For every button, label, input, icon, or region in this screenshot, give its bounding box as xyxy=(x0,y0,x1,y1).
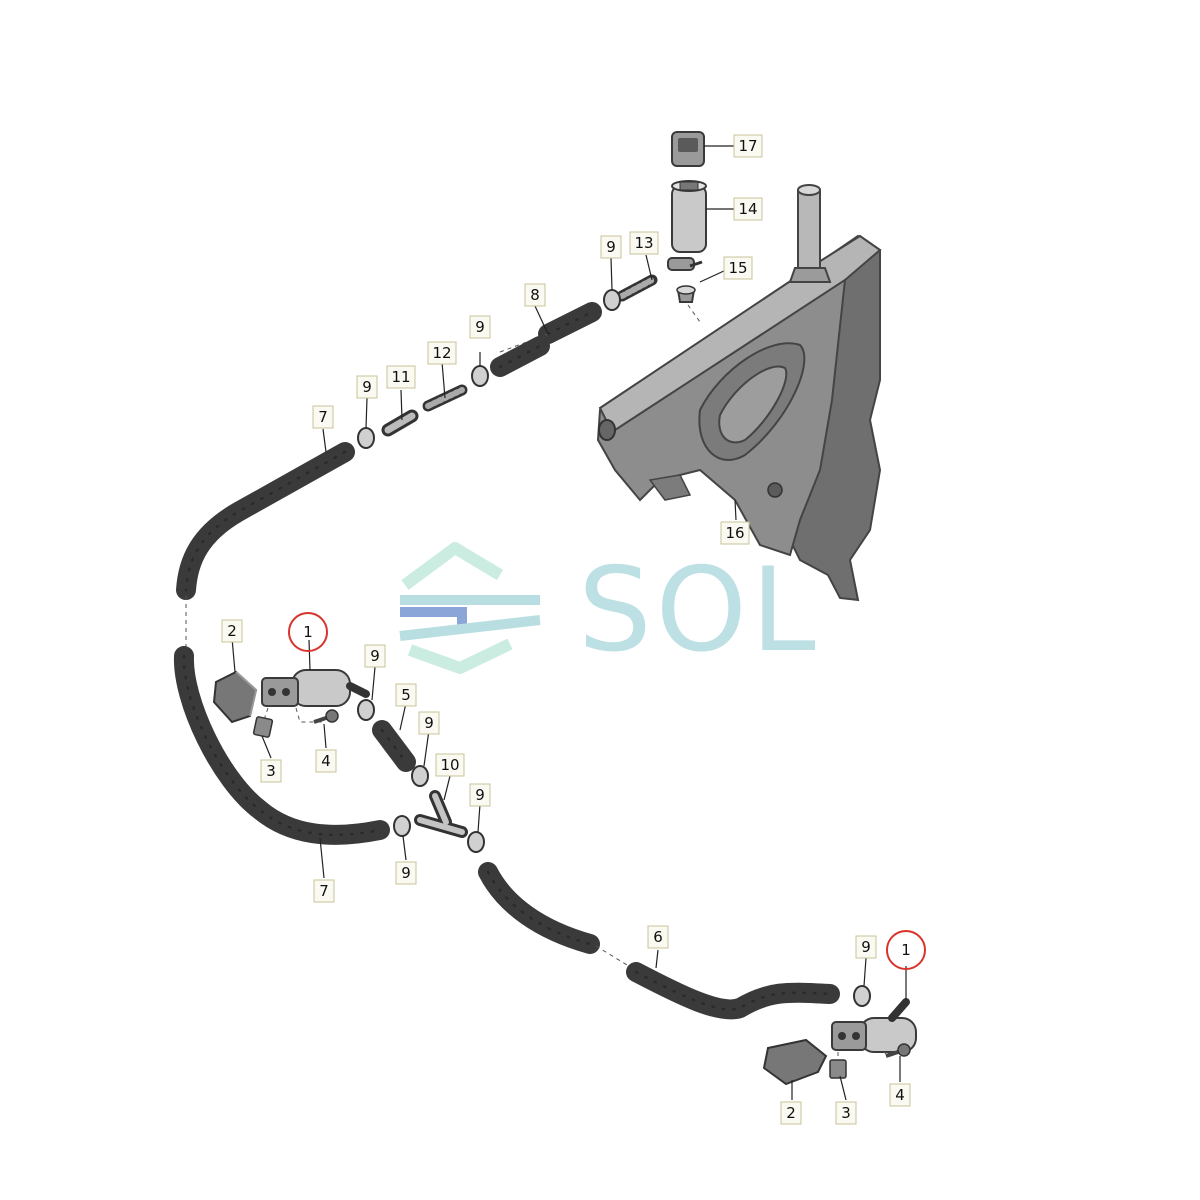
callout-3-right: 3 xyxy=(835,1101,857,1125)
hose-5 xyxy=(372,720,416,772)
trim-cover-right xyxy=(762,1038,828,1086)
hose-clip-9 xyxy=(411,765,429,787)
callout-4-right: 4 xyxy=(889,1083,911,1107)
t-connector xyxy=(414,790,468,838)
callout-number: 10 xyxy=(440,756,459,774)
callout-9-a: 9 xyxy=(600,235,622,259)
washer-pump-connector xyxy=(671,131,705,167)
callout-9-h: 9 xyxy=(855,935,877,959)
hose-6 xyxy=(478,862,600,954)
callout-9-g: 9 xyxy=(395,861,417,885)
callout-8: 8 xyxy=(524,283,546,307)
hose-8-lower xyxy=(490,336,550,377)
screw-right xyxy=(885,1043,911,1058)
callout-14: 14 xyxy=(733,197,763,221)
callout-number: 14 xyxy=(738,200,757,218)
callout-number: 9 xyxy=(606,238,616,256)
callout-9-d: 9 xyxy=(364,644,386,668)
hose-clip-9 xyxy=(357,699,375,721)
callout-number: 4 xyxy=(895,1086,905,1104)
hose-clip-9 xyxy=(357,427,375,449)
callout-13: 13 xyxy=(629,231,659,255)
callout-17: 17 xyxy=(733,134,763,158)
hose-clip-9 xyxy=(471,365,489,387)
highlight-circle xyxy=(288,612,328,652)
connector-13 xyxy=(616,274,658,302)
callout-9-e: 9 xyxy=(418,711,440,735)
callout-10: 10 xyxy=(435,753,465,777)
callout-7-upper: 7 xyxy=(312,405,334,429)
callout-number: 7 xyxy=(319,882,329,900)
callout-2-right: 2 xyxy=(780,1101,802,1125)
callout-number: 2 xyxy=(227,622,237,640)
hose-clip-9 xyxy=(853,985,871,1007)
callout-number: 4 xyxy=(321,752,331,770)
callout-6: 6 xyxy=(647,925,669,949)
callout-number: 17 xyxy=(738,137,757,155)
pump-grommet xyxy=(676,285,696,303)
callout-number: 9 xyxy=(475,786,485,804)
callout-9-c: 9 xyxy=(356,375,378,399)
callout-12: 12 xyxy=(427,341,457,365)
clip-nut-right xyxy=(829,1059,847,1079)
washer-reservoir xyxy=(596,184,882,602)
callout-number: 9 xyxy=(424,714,434,732)
hose-6-lower xyxy=(626,962,840,1020)
callout-4-left: 4 xyxy=(315,749,337,773)
watermark-logo xyxy=(399,542,541,674)
callout-number: 5 xyxy=(401,686,411,704)
clip-nut-left xyxy=(252,716,274,738)
callout-2-left: 2 xyxy=(221,619,243,643)
callout-number: 8 xyxy=(530,286,540,304)
highlight-circle xyxy=(886,930,926,970)
hose-clip-9 xyxy=(467,831,485,853)
callout-number: 15 xyxy=(728,259,747,277)
callout-number: 13 xyxy=(634,234,653,252)
hose-7-lower xyxy=(173,646,390,845)
callout-number: 9 xyxy=(861,938,871,956)
callout-9-b: 9 xyxy=(469,315,491,339)
callout-number: 1 xyxy=(303,623,313,641)
callout-7-lower: 7 xyxy=(313,879,335,903)
callout-16: 16 xyxy=(720,521,750,545)
screw-left xyxy=(313,709,339,724)
connector-11 xyxy=(381,409,419,437)
nozzle-left xyxy=(261,669,370,707)
callout-5: 5 xyxy=(395,683,417,707)
callout-number: 9 xyxy=(475,318,485,336)
callout-15: 15 xyxy=(723,256,753,280)
trim-cover-left xyxy=(212,670,258,724)
hose-7 xyxy=(176,442,355,600)
hose-8 xyxy=(538,302,602,344)
callout-3-left: 3 xyxy=(260,759,282,783)
callout-9-f: 9 xyxy=(469,783,491,807)
callout-number: 16 xyxy=(725,524,744,542)
callout-number: 1 xyxy=(901,941,911,959)
nozzle-right xyxy=(831,998,917,1053)
callout-number: 9 xyxy=(370,647,380,665)
callout-number: 3 xyxy=(841,1104,851,1122)
callout-1-left: 1 xyxy=(288,612,328,652)
callout-number: 3 xyxy=(266,762,276,780)
callout-number: 6 xyxy=(653,928,663,946)
callout-number: 9 xyxy=(362,378,372,396)
callout-number: 11 xyxy=(391,368,410,386)
callout-11: 11 xyxy=(386,365,416,389)
callout-number: 2 xyxy=(786,1104,796,1122)
leader-lines xyxy=(231,145,907,1101)
callout-number: 9 xyxy=(401,864,411,882)
watermark-text: SOL xyxy=(578,543,820,678)
callout-number: 7 xyxy=(318,408,328,426)
hose-clip-9 xyxy=(393,815,411,837)
hose-clip-9 xyxy=(603,289,621,311)
washer-pump xyxy=(667,180,707,271)
callout-1-right: 1 xyxy=(886,930,926,970)
callout-number: 12 xyxy=(432,344,451,362)
